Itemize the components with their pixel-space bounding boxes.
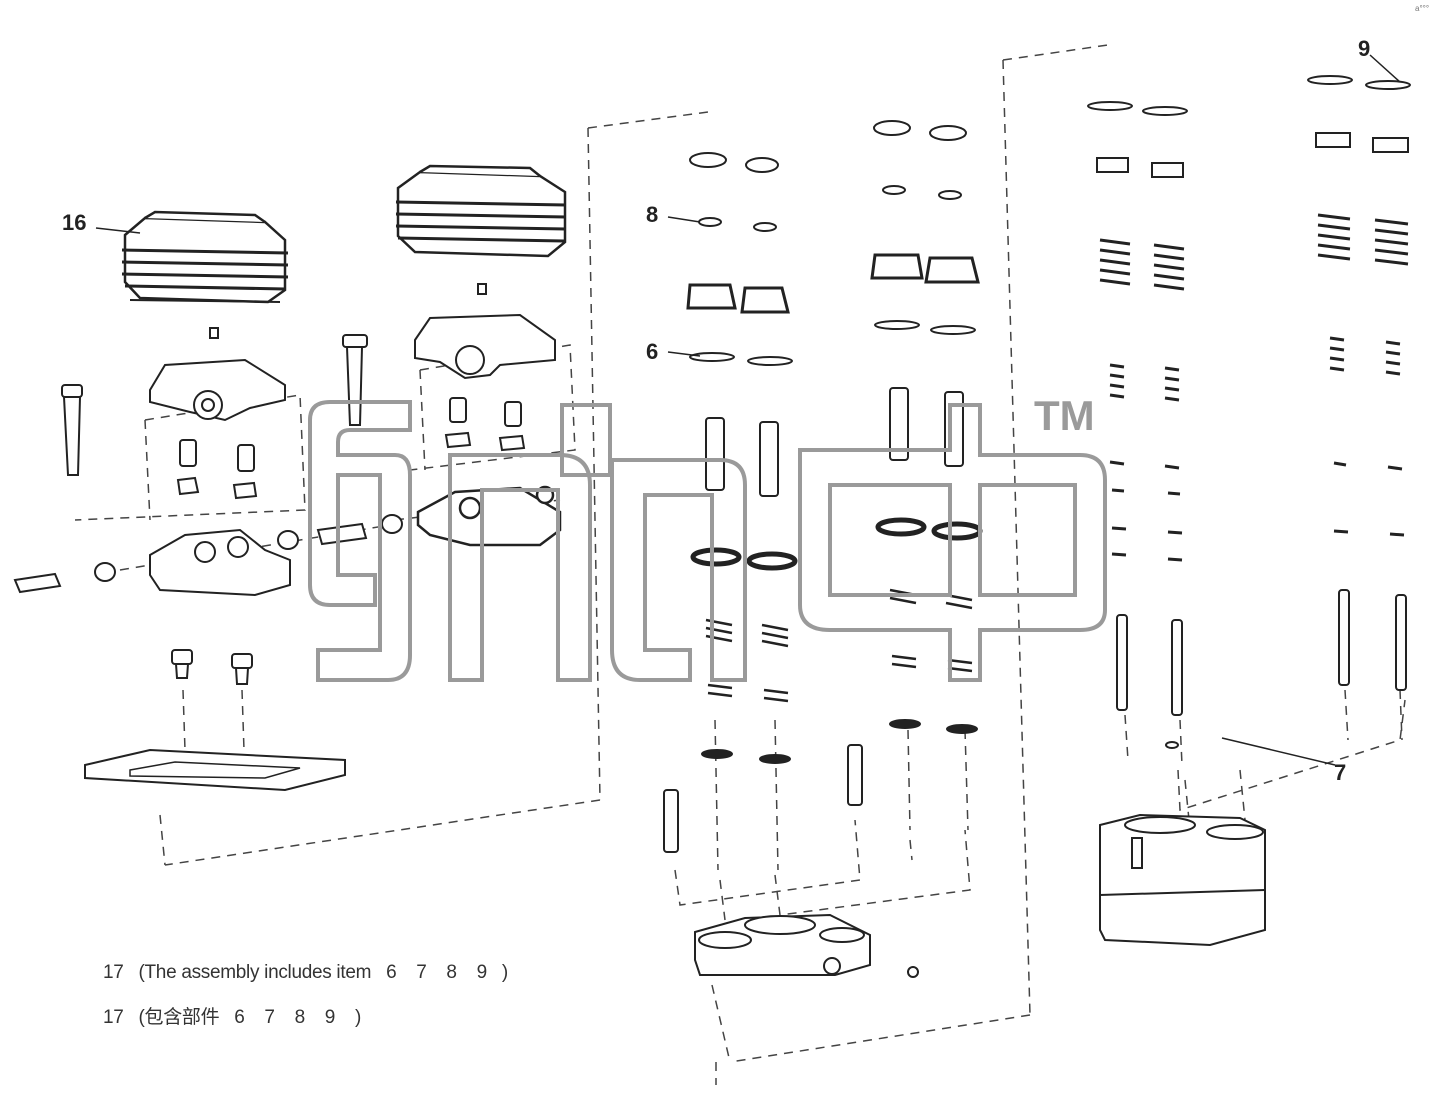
assembly-note-english: 17 (The assembly includes item 6 7 8 9 ) <box>103 962 508 983</box>
gasket-plate <box>84 748 346 792</box>
callout-8: 8 <box>646 202 659 227</box>
short-bolts <box>171 649 253 685</box>
callout-16: 16 <box>62 210 87 235</box>
rocker-right <box>342 283 556 452</box>
callout-9: 9 <box>1358 36 1371 61</box>
valve-body-right <box>1099 813 1266 947</box>
callout-leaders <box>95 54 1401 766</box>
valve-body-middle <box>694 913 919 978</box>
watermark-tm: TM <box>1034 392 1095 439</box>
callout-6: 6 <box>646 339 659 364</box>
corner-mark: a°°° <box>1415 4 1430 13</box>
bracket-lower-left <box>13 514 403 597</box>
valve-stack-middle-left <box>686 152 798 764</box>
valve-stack-right <box>1087 75 1411 749</box>
bracket-lower-right <box>416 485 562 547</box>
rocker-left <box>61 327 286 500</box>
callout-7: 7 <box>1334 760 1347 785</box>
rubber-cover-right <box>395 164 567 258</box>
rubber-cover-left <box>121 210 289 304</box>
watermark-logo <box>308 400 1107 682</box>
assembly-note-chinese: 17 (包含部件 6 7 8 9 ) <box>103 1007 361 1028</box>
